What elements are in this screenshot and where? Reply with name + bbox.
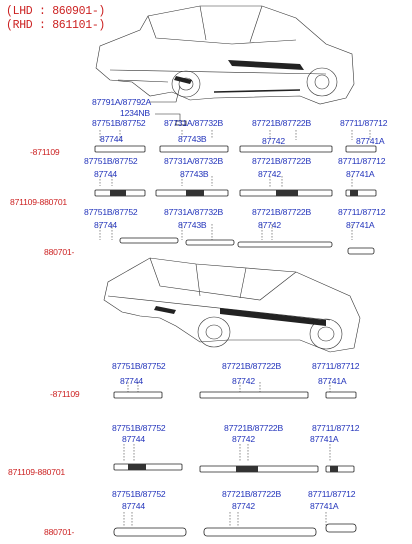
callout-87791A: 87791A/87792A [92,97,152,107]
callout-87744-h3: 87744 [122,501,145,511]
period-label-hatch-2: 871109-880701 [8,467,65,477]
callout-87731A-row2: 87731A/87732B [164,156,224,166]
callout-87751B-row2: 87751B/87752 [84,156,138,166]
callout-1234NB: 1234NB [120,108,150,118]
callout-87743B-row1: 87743B [178,134,207,144]
callout-87744-row3: 87744 [94,220,117,230]
callout-87742-h2: 87742 [232,434,255,444]
callout-87731A-row1: 87731A/87732B [164,118,224,128]
callout-87731A-row3: 87731A/87732B [164,207,224,217]
period-label-sedan-2: 871109-880701 [10,197,67,207]
callout-87742-h1: 87742 [232,376,255,386]
callout-87711-row1: 87711/87712 [340,118,388,128]
callout-87742-row3: 87742 [258,220,281,230]
callout-87751B-h2: 87751B/87752 [112,423,166,433]
callout-87721B-h1: 87721B/87722B [222,361,282,371]
callout-87721B-h3: 87721B/87722B [222,489,282,499]
period-label-sedan-1: -871109 [30,147,60,157]
callout-87743B-row2: 87743B [180,169,209,179]
callout-87744-h2: 87744 [122,434,145,444]
callout-87711-row3: 87711/87712 [338,207,386,217]
callout-87741A-row2: 87741A [346,169,375,179]
callout-87751B-h1: 87751B/87752 [112,361,166,371]
callout-87711-h3: 87711/87712 [308,489,356,499]
sedan-car-illustration [95,5,355,105]
callout-87751B-row1: 87751B/87752 [92,118,146,128]
callout-87721B-row1: 87721B/87722B [252,118,312,128]
callout-87721B-row3: 87721B/87722B [252,207,312,217]
period-label-hatch-1: -871109 [50,389,80,399]
hatchback-car-illustration [103,257,361,353]
callout-87711-h2: 87711/87712 [312,423,360,433]
callout-87744-row1: 87744 [100,134,123,144]
callout-87741A-h2: 87741A [310,434,339,444]
period-label-sedan-3: 880701- [44,247,75,257]
callout-87721B-row2: 87721B/87722B [252,156,312,166]
callout-87741A-h1: 87741A [318,376,347,386]
callout-87742-h3: 87742 [232,501,255,511]
callout-87751B-row3: 87751B/87752 [84,207,138,217]
callout-87751B-h3: 87751B/87752 [112,489,166,499]
lhd-period-label: (LHD : 860901-) [6,5,106,18]
callout-87742-row2: 87742 [258,169,281,179]
callout-87744-h1: 87744 [120,376,143,386]
callout-87711-row2: 87711/87712 [338,156,386,166]
callout-87741A-row3: 87741A [346,220,375,230]
callout-87741A-row1: 87741A [356,136,385,146]
callout-87711-h1: 87711/87712 [312,361,360,371]
callout-87744-row2: 87744 [94,169,117,179]
period-label-hatch-3: 880701- [44,527,75,537]
callout-87743B-row3: 87743B [178,220,207,230]
rhd-period-label: (RHD : 861101-) [6,19,106,32]
callout-87721B-h2: 87721B/87722B [224,423,284,433]
callout-87741A-h3: 87741A [310,501,339,511]
callout-87742-row1: 87742 [262,136,285,146]
